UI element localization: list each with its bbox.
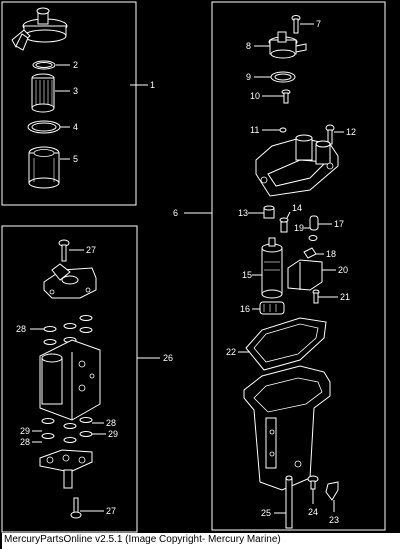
vs-clip-17 — [309, 215, 319, 231]
vs-pump-filter — [259, 301, 285, 315]
callout-16: 16 — [240, 304, 250, 314]
callout-7: 7 — [316, 19, 321, 29]
callout-28-left-top: 28 — [16, 324, 26, 334]
callout-27-bottom: 27 — [106, 506, 116, 516]
pump-cover-fitting — [43, 263, 97, 299]
pump-body — [39, 339, 101, 421]
copyright-caption: MercuryPartsOnline v2.5.1 (Image Copyrig… — [2, 533, 400, 549]
filter-o-ring-large — [27, 120, 61, 134]
callout-21: 21 — [340, 292, 350, 302]
filter-bowl — [28, 146, 60, 189]
group-box-vapor-separator — [211, 1, 386, 531]
pump-screw-top — [58, 239, 70, 262]
vs-fitting-13 — [263, 205, 275, 219]
vs-small-screw — [281, 89, 291, 104]
vs-drain-screw-24 — [307, 475, 319, 490]
callout-19: 19 — [294, 223, 304, 233]
group-box-fuel-pump — [1, 225, 138, 533]
callout-15: 15 — [242, 270, 252, 280]
pump-lower-seals — [41, 417, 93, 443]
vs-screw-21 — [312, 289, 320, 304]
callout-1: 1 — [150, 80, 155, 90]
vs-gasket-22 — [245, 317, 327, 371]
filter-o-ring-small — [32, 60, 56, 70]
callout-2: 2 — [73, 60, 78, 70]
callout-13: 13 — [238, 208, 248, 218]
callout-6: 6 — [173, 208, 178, 218]
vs-top-screw — [291, 15, 301, 34]
callout-17: 17 — [334, 219, 344, 229]
callout-8: 8 — [246, 41, 251, 51]
callout-14: 14 — [292, 203, 302, 213]
callout-5: 5 — [73, 154, 78, 164]
callout-24: 24 — [308, 507, 318, 517]
callout-23: 23 — [329, 515, 339, 525]
filter-element — [31, 73, 55, 113]
callout-29-right: 29 — [108, 429, 118, 439]
vs-float-bowl — [243, 365, 331, 491]
group-box-filter — [1, 1, 137, 206]
filter-cap-fitting — [11, 7, 68, 51]
callout-27-top: 27 — [86, 245, 96, 255]
vs-float-20 — [287, 259, 323, 291]
callout-22: 22 — [226, 347, 236, 357]
pump-screw-bottom — [70, 497, 82, 519]
callout-12: 12 — [346, 127, 356, 137]
vs-fuel-pump-electric — [261, 237, 283, 299]
vs-plug-23 — [325, 481, 339, 501]
vs-connector-18 — [303, 247, 317, 259]
callout-26: 26 — [163, 353, 173, 363]
callout-4: 4 — [73, 122, 78, 132]
callout-28-left-bottom: 28 — [20, 437, 30, 447]
leader-14 — [286, 211, 291, 219]
vs-top-cover — [255, 134, 339, 197]
vs-pin-25 — [285, 475, 293, 529]
pump-base-fitting — [39, 449, 93, 489]
callout-18: 18 — [326, 249, 336, 259]
callout-11: 11 — [250, 125, 259, 135]
callout-3: 3 — [73, 86, 78, 96]
callout-29-left: 29 — [20, 426, 30, 436]
vs-seal-14 — [279, 217, 289, 233]
vs-fitting — [268, 31, 307, 59]
callout-10: 10 — [250, 91, 260, 101]
vs-small-seal — [279, 127, 287, 133]
callout-9: 9 — [246, 72, 251, 82]
callout-20: 20 — [338, 265, 348, 275]
pump-upper-seals — [43, 315, 93, 345]
callout-25: 25 — [261, 508, 271, 518]
vs-o-ring — [270, 71, 296, 83]
vs-seal-19 — [308, 235, 318, 241]
callout-28-right: 28 — [106, 418, 116, 428]
